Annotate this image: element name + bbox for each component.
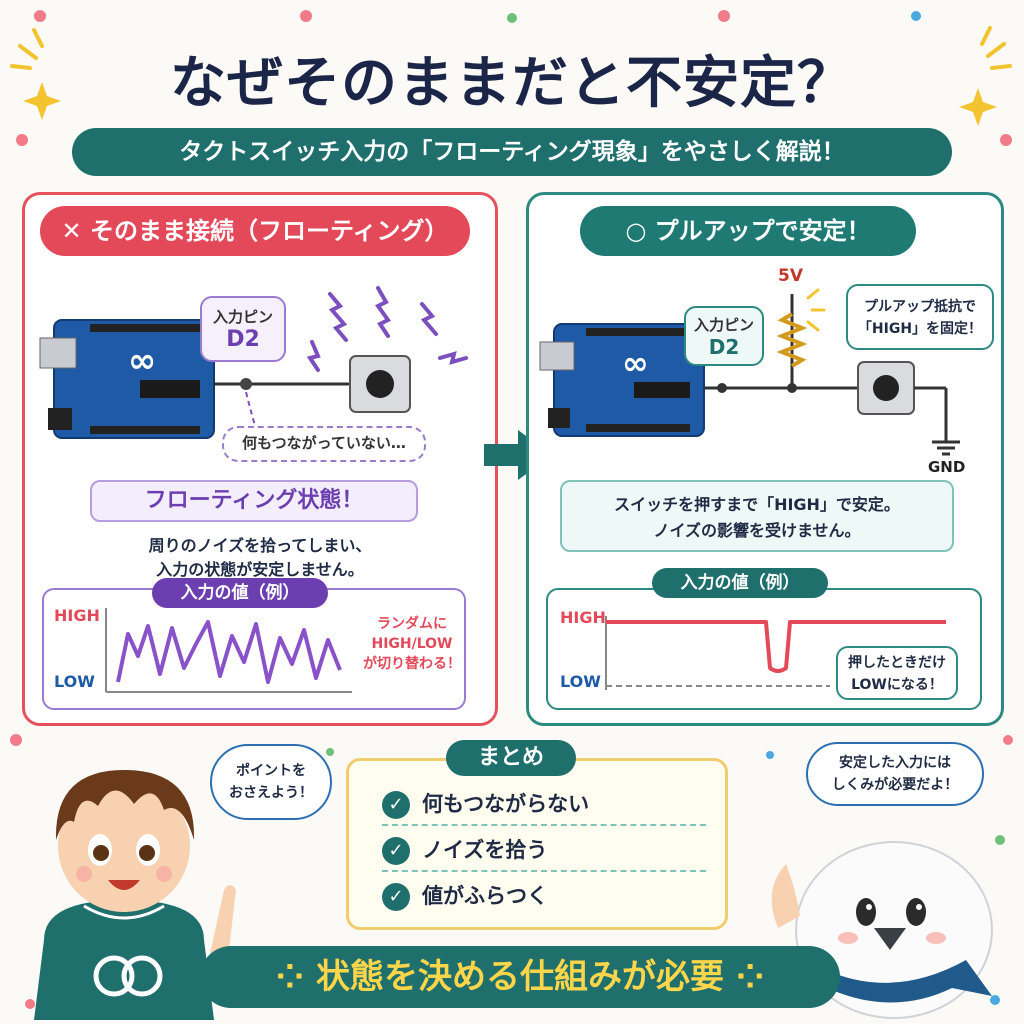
resistor-note: プルアップ抵抗で 「HIGH」を固定！ xyxy=(846,284,994,350)
floating-chart xyxy=(42,588,466,710)
circle-icon: ○ xyxy=(625,217,647,245)
page-title: なぜそのままだと不安定？ xyxy=(170,51,854,116)
voltage-label: 5V xyxy=(778,266,803,286)
floating-chart-title: 入力の値（例） xyxy=(152,578,328,608)
pullup-heading: ○ プルアップで安定！ xyxy=(580,206,916,256)
floating-low-label: LOW xyxy=(54,672,95,691)
boy-character xyxy=(34,770,236,1020)
floating-state-title: フローティング状態！ xyxy=(90,480,418,522)
pullup-high-label: HIGH xyxy=(560,608,606,627)
bottom-banner-text: 状態を決める仕組みが必要 xyxy=(316,957,724,997)
tact-switch-icon xyxy=(857,361,915,415)
pullup-state-desc-2: ノイズの影響を受けません。 xyxy=(653,521,861,540)
bird-speech-bubble: 安定した入力には しくみが必要だよ！ xyxy=(806,742,984,806)
summary-title: まとめ xyxy=(446,740,576,776)
bird-mascot xyxy=(771,841,993,1019)
bottom-banner: ⁘ 状態を決める仕組みが必要 ⁘ xyxy=(200,946,840,1008)
tact-switch-icon xyxy=(349,355,411,413)
summary-item: ✓何もつながらない xyxy=(382,784,706,826)
noise-zigzag-icon xyxy=(306,286,468,372)
svg-text:∞: ∞ xyxy=(622,344,649,382)
left-pin-label: 入力ピン D2 xyxy=(200,296,286,362)
floating-state-desc-1: 周りのノイズを拾ってしまい、 xyxy=(148,536,372,555)
svg-text:∞: ∞ xyxy=(128,341,156,381)
pullup-state-desc-1: スイッチを押すまで「HIGH」で安定。 xyxy=(614,495,900,514)
summary-item: ✓ノイズを拾う xyxy=(382,830,706,872)
left-pin-name: D2 xyxy=(226,327,260,352)
check-icon: ✓ xyxy=(382,883,410,911)
arduino-board-icon: ∞ xyxy=(39,319,215,439)
boy-speech-bubble: ポイントを おさえよう！ xyxy=(210,744,332,820)
floating-waveform xyxy=(105,608,352,693)
floating-heading: ✕ そのまま接続（フローティング） xyxy=(40,206,470,256)
pullup-callout: 押したときだけ LOWになる！ xyxy=(836,646,958,700)
sparkle-icon: ⁘ xyxy=(724,957,765,997)
pullup-waveform xyxy=(605,616,946,690)
arduino-board-icon: ∞ xyxy=(539,323,705,437)
check-icon: ✓ xyxy=(382,791,410,819)
floating-high-label: HIGH xyxy=(54,606,100,625)
floating-state-desc-2: 入力の状態が安定しません。 xyxy=(156,560,364,579)
right-pin-label: 入力ピン D2 xyxy=(684,306,764,366)
summary-item: ✓値がふらつく xyxy=(382,876,706,916)
pullup-heading-text: プルアップで安定！ xyxy=(654,217,871,245)
pullup-circuit: ∞ xyxy=(539,288,960,456)
page-subtitle: タクトスイッチ入力の「フローティング現象」をやさしく解説！ xyxy=(72,128,952,176)
floating-note: 何もつながっていない… xyxy=(222,426,426,462)
pullup-state-box: スイッチを押すまで「HIGH」で安定。 ノイズの影響を受けません。 xyxy=(560,480,954,552)
floating-circuit: ∞ xyxy=(39,286,468,439)
check-icon: ✓ xyxy=(382,837,410,865)
cross-icon: ✕ xyxy=(61,217,82,245)
resistor-icon xyxy=(776,312,808,368)
pullup-chart-title: 入力の値（例） xyxy=(652,568,828,598)
sparkle-icon: ⁘ xyxy=(275,957,316,997)
floating-callout: ランダムに HIGH/LOW が切り替わる！ xyxy=(363,616,461,672)
ground-label: GND xyxy=(928,458,966,476)
right-pin-name: D2 xyxy=(708,335,740,359)
ground-icon xyxy=(932,440,960,456)
floating-heading-text: そのまま接続（フローティング） xyxy=(89,217,449,245)
pullup-low-label: LOW xyxy=(560,672,601,691)
